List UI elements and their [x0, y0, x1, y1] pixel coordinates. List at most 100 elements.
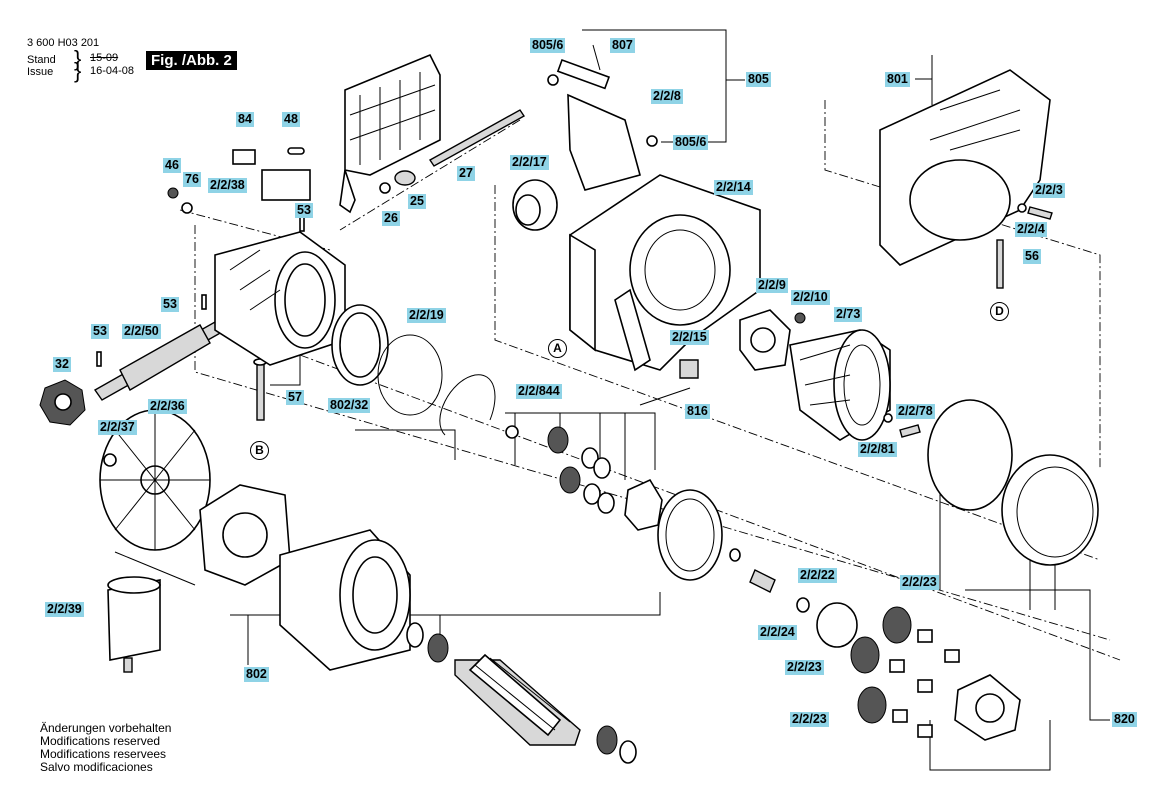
cone-housing-ribs	[799, 344, 851, 406]
label-2-2-15: 2/2/15	[670, 330, 709, 345]
switch-2-2-38	[261, 169, 311, 201]
disc-2-2-24	[816, 602, 858, 648]
rod-816	[639, 387, 691, 406]
label-84: 84	[236, 112, 254, 127]
bushing-2-2-22	[796, 597, 810, 613]
label-2-2-14: 2/2/14	[714, 180, 753, 195]
screw-807	[592, 44, 601, 71]
figure-label: Fig. /Abb. 2	[146, 51, 237, 70]
o-ring	[406, 622, 424, 648]
bushing-d	[597, 492, 615, 514]
label-805-6: 805/6	[530, 38, 566, 53]
long-screw	[114, 551, 196, 586]
stand-label: Stand	[27, 54, 56, 66]
pin-right-b	[944, 649, 960, 663]
assembly-axis-1	[194, 225, 1111, 641]
bracket-820	[965, 589, 1110, 721]
bushing-a	[581, 447, 599, 469]
label-2-2-3: 2/2/3	[1033, 183, 1065, 198]
label-801: 801	[885, 72, 910, 87]
label-2-2-23-bottom: 2/2/23	[790, 712, 829, 727]
gear-2-2-23-b	[850, 636, 880, 674]
pin-53-left	[96, 351, 102, 367]
label-2-2-844: 2/2/844	[516, 384, 562, 399]
label-25: 25	[408, 194, 426, 209]
label-2-2-4: 2/2/4	[1015, 222, 1047, 237]
note-de: Änderungen vorbehalten	[40, 721, 172, 735]
roller-25	[394, 170, 416, 186]
stator-bore-inner	[352, 556, 398, 634]
switch-84	[232, 149, 256, 165]
note-fr: Modifications reservees	[40, 747, 167, 761]
pinion	[749, 569, 776, 593]
label-57: 57	[286, 390, 304, 405]
assembly-axis-3	[494, 185, 1101, 561]
assembly-axis-4	[824, 100, 1101, 470]
label-2-2-23-mid: 2/2/23	[785, 660, 824, 675]
issue-date: 16-04-08	[90, 65, 135, 77]
washer-2-2-4	[1017, 203, 1027, 213]
bearing-right	[596, 725, 618, 755]
bushing-c	[583, 483, 601, 505]
label-805-6-b: 805/6	[673, 135, 709, 150]
label-2-2-78: 2/2/78	[896, 404, 935, 419]
label-32: 32	[53, 357, 71, 372]
screw-46	[167, 187, 179, 199]
label-2-73: 2/73	[834, 307, 863, 322]
label-2-2-19: 2/2/19	[407, 308, 446, 323]
gear-2-2-23-a	[882, 606, 912, 644]
gear-housing-side	[569, 233, 596, 352]
cone-housing-inner	[843, 344, 881, 426]
pin-right-f	[917, 724, 933, 738]
capacitor-top	[107, 576, 161, 594]
gear-2-2-23-c	[857, 686, 887, 724]
label-27: 27	[457, 166, 475, 181]
label-802-32: 802/32	[328, 398, 371, 413]
label-53-mid: 53	[161, 297, 179, 312]
gear-housing-rail	[614, 288, 651, 372]
washer-2-2-37	[103, 453, 117, 467]
screw-2-2-78	[899, 424, 921, 438]
document-number: 3 600 H03 201	[27, 37, 100, 49]
label-2-2-50: 2/2/50	[122, 324, 161, 339]
pin-53-mid	[201, 294, 207, 310]
washer-2-2-81	[883, 413, 893, 423]
housing-801-ribs	[929, 89, 1021, 151]
label-2-2-10: 2/2/10	[791, 290, 830, 305]
circlip-2-2-19	[377, 334, 443, 416]
screw-2-2-10	[794, 312, 806, 324]
header-brace-2: }	[74, 58, 82, 83]
pin-right-d	[917, 679, 933, 693]
screw-2-2-3	[1027, 206, 1053, 220]
gear-housing-bore-inner	[644, 229, 716, 311]
ring-820-a	[1001, 454, 1099, 566]
cone-housing-rim	[833, 329, 891, 441]
label-48: 48	[282, 112, 300, 127]
gear-2-2-844-a	[547, 426, 569, 454]
issue-label: Issue	[27, 66, 54, 78]
spring-48	[287, 147, 305, 155]
screw-56	[996, 239, 1004, 289]
label-2-2-23-top: 2/2/23	[900, 575, 939, 590]
label-2-2-8: 2/2/8	[651, 89, 683, 104]
bracket-820-b	[929, 720, 1051, 771]
cover-hook	[339, 169, 356, 214]
fan-blades	[100, 410, 210, 550]
label-2-2-9: 2/2/9	[756, 278, 788, 293]
pin-right-e	[892, 709, 908, 723]
pin-right-c	[889, 659, 905, 673]
assembly-axis-5	[339, 119, 521, 231]
bearing-ring-right	[619, 740, 637, 764]
gear-2-2-844-b	[559, 466, 581, 494]
screw-57	[256, 359, 265, 421]
marker-a: A	[548, 339, 567, 358]
oring-805-6-right	[646, 135, 658, 147]
label-2-2-36: 2/2/36	[148, 399, 187, 414]
label-26: 26	[382, 211, 400, 226]
note-en: Modifications reserved	[40, 734, 161, 748]
hinge-2-2-8	[556, 58, 611, 90]
gasket-ring-right	[927, 399, 1013, 511]
label-2-2-38: 2/2/38	[208, 178, 247, 193]
label-802: 802	[244, 667, 269, 682]
washer-2-2-844	[505, 425, 519, 439]
